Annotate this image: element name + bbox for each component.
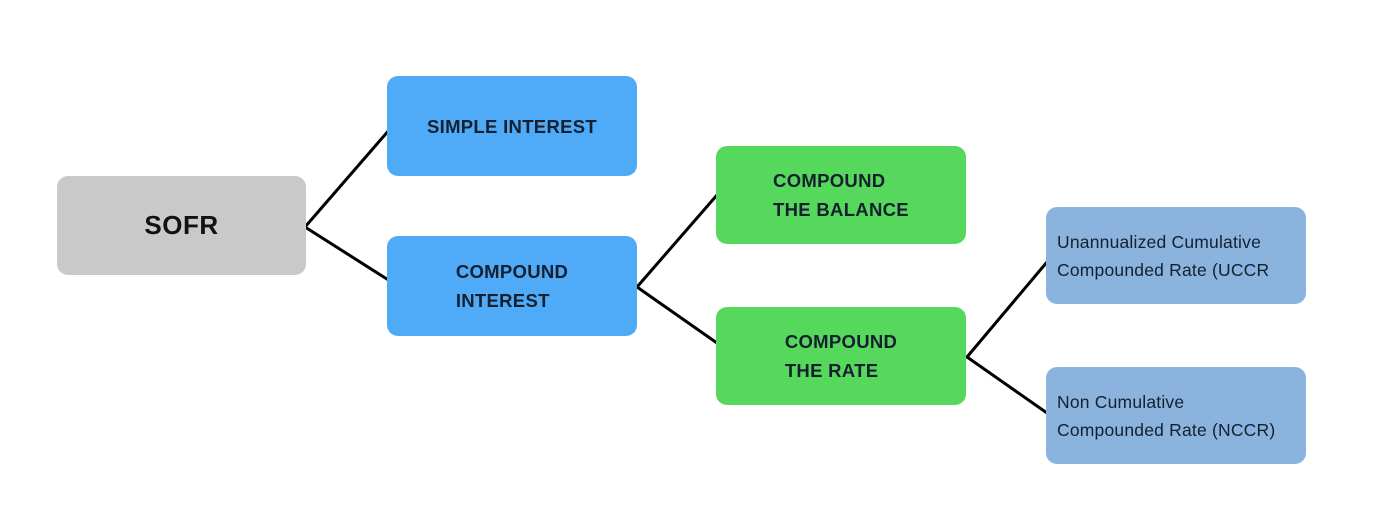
node-compound-the-rate: COMPOUND THE RATE (716, 307, 966, 405)
edge-compound-interest-compound-balance (635, 193, 719, 289)
node-uccr: Unannualized Cumulative Compounded Rate … (1046, 207, 1306, 304)
edge-sofr-simple-interest (303, 127, 392, 229)
node-uccr-label-line2: Compounded Rate (UCCR (1057, 259, 1270, 280)
node-uccr-label-line1: Unannualized Cumulative (1057, 231, 1262, 252)
edge-compound-rate-nccr (965, 355, 1049, 415)
node-compound-the-balance-label-line1: COMPOUND (773, 170, 886, 191)
edge-compound-rate-uccr (965, 260, 1049, 359)
node-compound-the-balance: COMPOUND THE BALANCE (716, 146, 966, 244)
node-compound-the-rate-label-line2: THE RATE (784, 360, 879, 381)
node-simple-interest-label: SIMPLE INTEREST (427, 115, 597, 137)
node-sofr: SOFR (57, 176, 306, 275)
node-compound-interest: COMPOUND INTEREST (387, 236, 637, 336)
node-simple-interest: SIMPLE INTEREST (387, 76, 637, 176)
node-compound-interest-label-line1: COMPOUND (455, 261, 569, 282)
node-compound-interest-label-line2: INTEREST (455, 290, 550, 311)
node-nccr: Non Cumulative Compounded Rate (NCCR) (1046, 367, 1306, 464)
node-compound-the-rate-label-line1: COMPOUND (784, 331, 898, 352)
node-nccr-label-line2: Compounded Rate (NCCR) (1057, 419, 1276, 440)
edge-compound-interest-compound-rate (635, 285, 719, 345)
node-compound-the-balance-label-line2: THE BALANCE (773, 199, 909, 220)
edge-sofr-compound-interest (303, 225, 392, 283)
node-nccr-label-line1: Non Cumulative (1057, 391, 1185, 412)
node-sofr-label: SOFR (144, 210, 219, 240)
